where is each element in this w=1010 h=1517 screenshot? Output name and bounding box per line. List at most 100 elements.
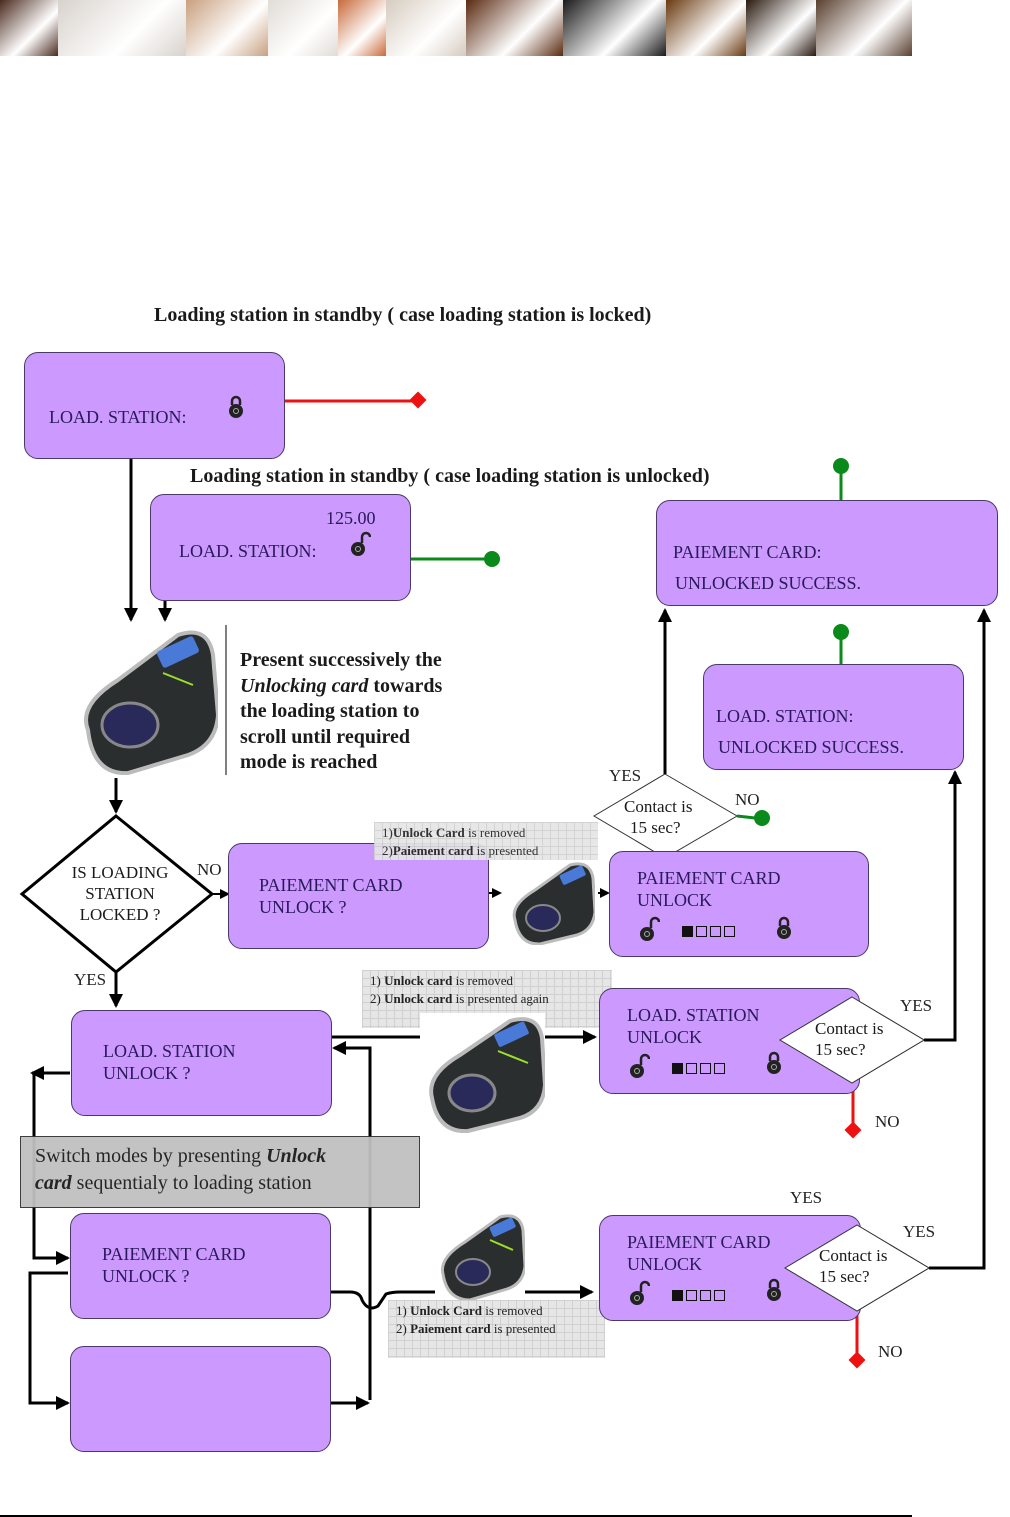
lock-open-icon (630, 1280, 650, 1305)
progress-step (700, 1290, 711, 1301)
lock-open-icon (630, 1053, 650, 1078)
yes-label: YES (74, 970, 107, 989)
progress-step (696, 926, 707, 937)
no-label: NO (197, 860, 222, 879)
fail-terminal-diamond (409, 391, 427, 409)
decision-contact-1-text: Contact is 15 sec? (624, 796, 692, 838)
no-label: NO (735, 790, 760, 809)
espresso-cup-tile (268, 0, 338, 56)
unlock-progress-indicator (672, 1290, 725, 1301)
decision-line: Contact is (819, 1246, 888, 1265)
paiement-unlock-progress-box-2: PAIEMENT CARD UNLOCK (599, 1215, 861, 1321)
box-line-2: UNLOCK ? (259, 897, 347, 917)
cups-on-table-tile (58, 0, 186, 56)
mode-empty-box (70, 1346, 331, 1452)
switch-modes-note: Switch modes by presenting Unlock card s… (20, 1136, 420, 1208)
decision-contact-3-text: Contact is 15 sec? (819, 1245, 887, 1287)
box-line-2: UNLOCK ? (103, 1063, 191, 1083)
decision-is-locked-text: IS LOADING STATION LOCKED ? (62, 862, 178, 925)
unlocked-standby-box: 125.00 LOAD. STATION: (150, 494, 411, 601)
fail-terminal-diamond (844, 1121, 862, 1139)
nespresso-logo-gold-tile (816, 0, 912, 56)
progress-step (686, 1063, 697, 1074)
decision-line: Contact is (624, 797, 693, 816)
decision-line: IS LOADING (71, 863, 169, 882)
progress-step (672, 1290, 683, 1301)
lock-closed-icon (767, 1278, 781, 1301)
progress-step (686, 1290, 697, 1301)
unlocked-section-title: Loading station in standby ( case loadin… (190, 465, 710, 487)
lock-closed-icon (767, 1051, 781, 1074)
box-line-1: PAIEMENT CARD (102, 1244, 246, 1264)
station-unlock-question-box: LOAD. STATION UNLOCK ? (71, 1010, 332, 1116)
instruction-italic: Unlocking card (240, 674, 369, 697)
instruction-line: Present successively the (240, 649, 442, 671)
coffee-cup-top-view-tile (466, 0, 563, 56)
decision-line: 15 sec? (630, 818, 681, 837)
station-success-box: LOAD. STATION: UNLOCKED SUCCESS. (703, 664, 964, 770)
success-terminal-dot (754, 810, 770, 826)
box-line-2: UNLOCKED SUCCESS. (675, 573, 862, 593)
paiement-success-box: PAIEMENT CARD: UNLOCKED SUCCESS. (656, 500, 998, 606)
yes-label: YES (900, 996, 933, 1015)
progress-step (714, 1063, 725, 1074)
cappuccino-cup-tile (386, 0, 466, 56)
present-card-instruction: Present successively the Unlocking card … (240, 648, 442, 776)
instruction-text: towards (368, 674, 443, 697)
yes-label: YES (609, 766, 642, 785)
instruction-line: mode is reached (240, 751, 378, 773)
header-banner (0, 0, 912, 56)
box-label: LOAD. STATION: (49, 407, 187, 427)
decision-diamond-contact-2 (779, 996, 925, 1084)
capsules-tile (563, 0, 666, 56)
box-line-1: PAIEMENT CARD (627, 1232, 771, 1252)
footer-divider (0, 1515, 912, 1517)
instruction-note-1: 1)Unlock Card is removed 2)Paiement card… (374, 822, 598, 860)
coffee-machine-tile (746, 0, 816, 56)
progress-step (700, 1063, 711, 1074)
instruction-line: scroll until required (240, 725, 411, 748)
progress-step (714, 1290, 725, 1301)
instruction-note-3: 1) Unlock Card is removed 2) Paiement ca… (388, 1300, 605, 1358)
box-line-2: UNLOCK ? (102, 1266, 190, 1286)
unlock-progress-indicator (672, 1063, 725, 1074)
no-label: NO (875, 1112, 900, 1131)
paiement-unlock-question-box: PAIEMENT CARD UNLOCK ? (228, 843, 489, 949)
decision-line: Contact is (815, 1019, 884, 1038)
instruction-line: the loading station to (240, 700, 420, 722)
progress-step (672, 1063, 683, 1074)
success-terminal-dot (833, 624, 849, 640)
balance-amount: 125.00 (326, 508, 376, 528)
box-label: LOAD. STATION: (179, 541, 317, 561)
call-center-agent-tile (186, 0, 268, 56)
lock-open-icon (351, 531, 371, 556)
box-line-1: LOAD. STATION (103, 1041, 236, 1061)
success-terminal-dot (484, 551, 500, 567)
decision-diamond-contact-3 (784, 1224, 930, 1312)
switch-line-2: card sequentialy to loading station (35, 1172, 312, 1194)
mode-paiement-unlock-question-box: PAIEMENT CARD UNLOCK ? (70, 1213, 331, 1319)
locked-standby-box: LOAD. STATION: (24, 352, 285, 459)
decision-line: 15 sec? (819, 1267, 870, 1286)
card-reader-image (505, 860, 597, 946)
progress-step (710, 926, 721, 937)
box-line-2: UNLOCK (637, 890, 712, 910)
box-line-1: LOAD. STATION: (716, 706, 854, 726)
unlock-progress-indicator (682, 926, 735, 937)
latte-glass-tile (338, 0, 386, 56)
switch-line-1: Switch modes by presenting Unlock (35, 1145, 327, 1167)
lock-open-icon (640, 916, 660, 941)
card-reader-image (435, 1212, 527, 1302)
box-line-1: PAIEMENT CARD (259, 875, 403, 895)
success-terminal-dot (833, 458, 849, 474)
no-label: NO (878, 1342, 903, 1361)
locked-section-title: Loading station in standby ( case loadin… (154, 304, 652, 326)
lock-closed-icon (777, 916, 791, 939)
instruction-line: Unlocking card towards (240, 674, 442, 700)
box-line-2: UNLOCK (627, 1027, 702, 1047)
decision-line: 15 sec? (815, 1040, 866, 1059)
progress-step (682, 926, 693, 937)
box-line-2: UNLOCKED SUCCESS. (718, 737, 905, 757)
decision-contact-2-text: Contact is 15 sec? (815, 1018, 883, 1060)
yes-label: YES (790, 1188, 823, 1207)
